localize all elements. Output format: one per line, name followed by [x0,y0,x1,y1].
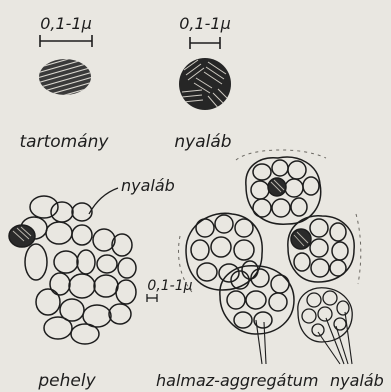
aggregate-scale-label: 0,1-1μ [147,278,192,294]
domain-scale-label: 0,1-1μ [40,14,92,33]
aggregate-flake-top-bundle [268,178,286,196]
bundle-label: nyaláb [174,132,231,152]
domain-particle [30,50,100,115]
aggregate-bundle-label: nyaláb [330,371,384,390]
bundle-scale-label: 0,1-1μ [179,14,231,33]
flake-particle [21,196,136,344]
bundle-scale-bar [190,37,220,49]
aggregate-label: halmaz-aggregátum [156,371,318,390]
flake-bundle-pointer [89,188,118,214]
bundle-particle [179,58,231,110]
aggregate-bundle-cluster [298,288,352,342]
aggregate-dashed-outline [179,150,361,292]
aggregate-flake-right-bundle [291,229,311,249]
domain-scale-bar [40,35,92,47]
flake-bundle-inclusion [9,225,35,247]
flake-label: pehely [37,371,96,391]
domain-label: tartomány [20,132,110,152]
aggregate-scale-bar [147,294,157,302]
flake-bundle-pointer-label: nyaláb [121,176,175,195]
